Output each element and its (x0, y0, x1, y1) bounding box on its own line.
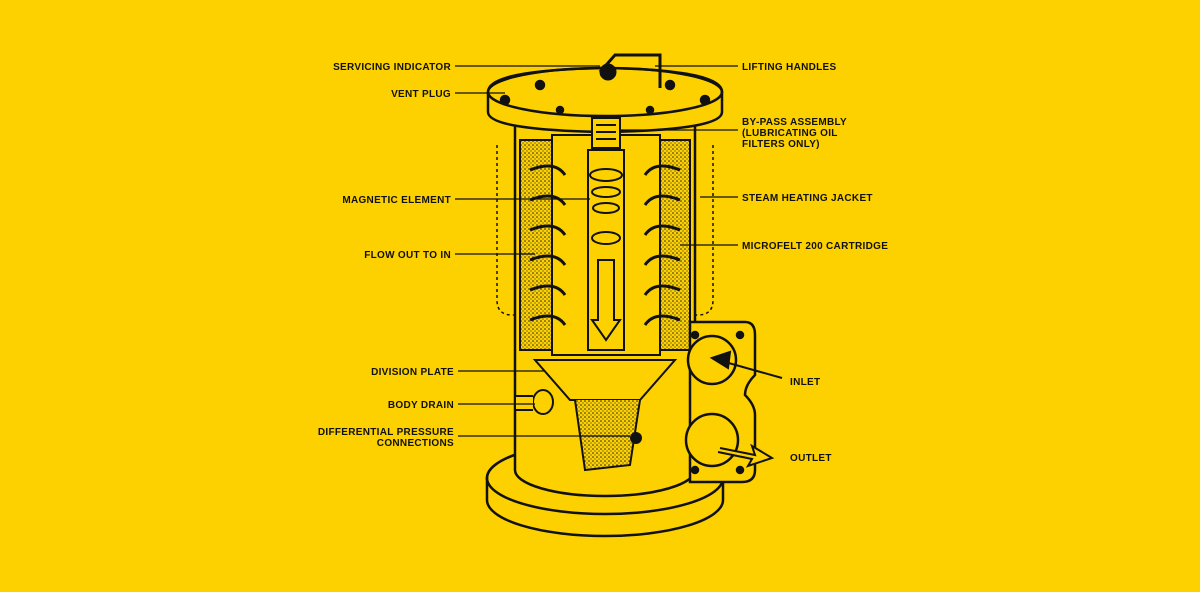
label-flow-out-to-in: FLOW OUT TO IN (364, 250, 451, 261)
label-differential-pressure: DIFFERENTIAL PRESSURE (318, 427, 454, 438)
magnetic-element (587, 149, 625, 351)
label-division-plate: DIVISION PLATE (371, 367, 454, 378)
label-differential-pressure-connections: CONNECTIONS (377, 438, 454, 449)
lifting-handle (598, 53, 662, 88)
label-bypass-filters-only: FILTERS ONLY) (742, 139, 820, 150)
inlet-outlet-flange (684, 320, 757, 484)
label-bypass-lubricating: (LUBRICATING OIL (742, 128, 838, 139)
division-plate (532, 359, 678, 472)
body-drain (514, 389, 554, 415)
label-microfelt-cartridge: MICROFELT 200 CARTRIDGE (742, 241, 888, 252)
label-lifting-handles: LIFTING HANDLES (742, 62, 837, 73)
label-steam-heating-jacket: STEAM HEATING JACKET (742, 193, 873, 204)
bypass-assembly (591, 117, 621, 149)
differential-pressure-port (630, 432, 642, 444)
label-bypass-assembly: BY-PASS ASSEMBLY (742, 117, 847, 128)
label-vent-plug: VENT PLUG (391, 89, 451, 100)
label-magnetic-element: MAGNETIC ELEMENT (342, 195, 451, 206)
label-body-drain: BODY DRAIN (388, 400, 454, 411)
inlet-arrow (709, 350, 783, 379)
label-servicing-indicator: SERVICING INDICATOR (333, 62, 451, 73)
outlet-arrow (717, 443, 775, 468)
label-inlet: INLET (790, 377, 820, 388)
cartridge-pleats (529, 164, 681, 326)
label-outlet: OUTLET (790, 453, 832, 464)
leader-lines (455, 65, 738, 437)
